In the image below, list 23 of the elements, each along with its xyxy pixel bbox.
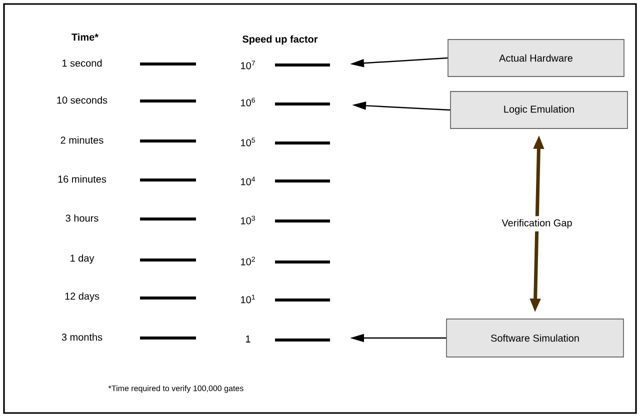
- speedup-label: 10$^{4}$: [241, 176, 256, 186]
- time-label: 1 second: [62, 59, 102, 67]
- header: Time*: [72, 33, 99, 41]
- speedup-label: 10$^{7}$: [241, 60, 255, 70]
- time-label: 3 hours: [66, 214, 98, 222]
- time-label: 2 minutes: [60, 136, 104, 144]
- time-label: 10 seconds: [57, 96, 108, 104]
- speedup-label: 1: [246, 336, 250, 342]
- time-label: 1 day: [70, 254, 94, 264]
- edge-label: Verification Gap: [498, 216, 576, 232]
- speedup-label: 10$^{5}$: [241, 138, 255, 146]
- speedup-label: 10$^{6}$: [241, 98, 255, 106]
- speedup-label: 10$^{1}$: [241, 294, 255, 304]
- process-box: Software Simulation: [446, 318, 624, 358]
- time-label: 16 minutes: [58, 175, 106, 183]
- footnote: *Time required to verify 100,000 gates: [108, 385, 244, 393]
- process-box: Actual Hardware: [448, 39, 624, 77]
- header: Speed up factor: [242, 35, 318, 45]
- speedup-label: 10$^{3}$: [241, 216, 255, 224]
- time-label: 3 months: [62, 333, 102, 341]
- process-box: Logic Emulation: [450, 91, 628, 129]
- speedup-label: 10$^{2}$: [241, 256, 255, 266]
- time-label: 12 days: [65, 292, 100, 302]
